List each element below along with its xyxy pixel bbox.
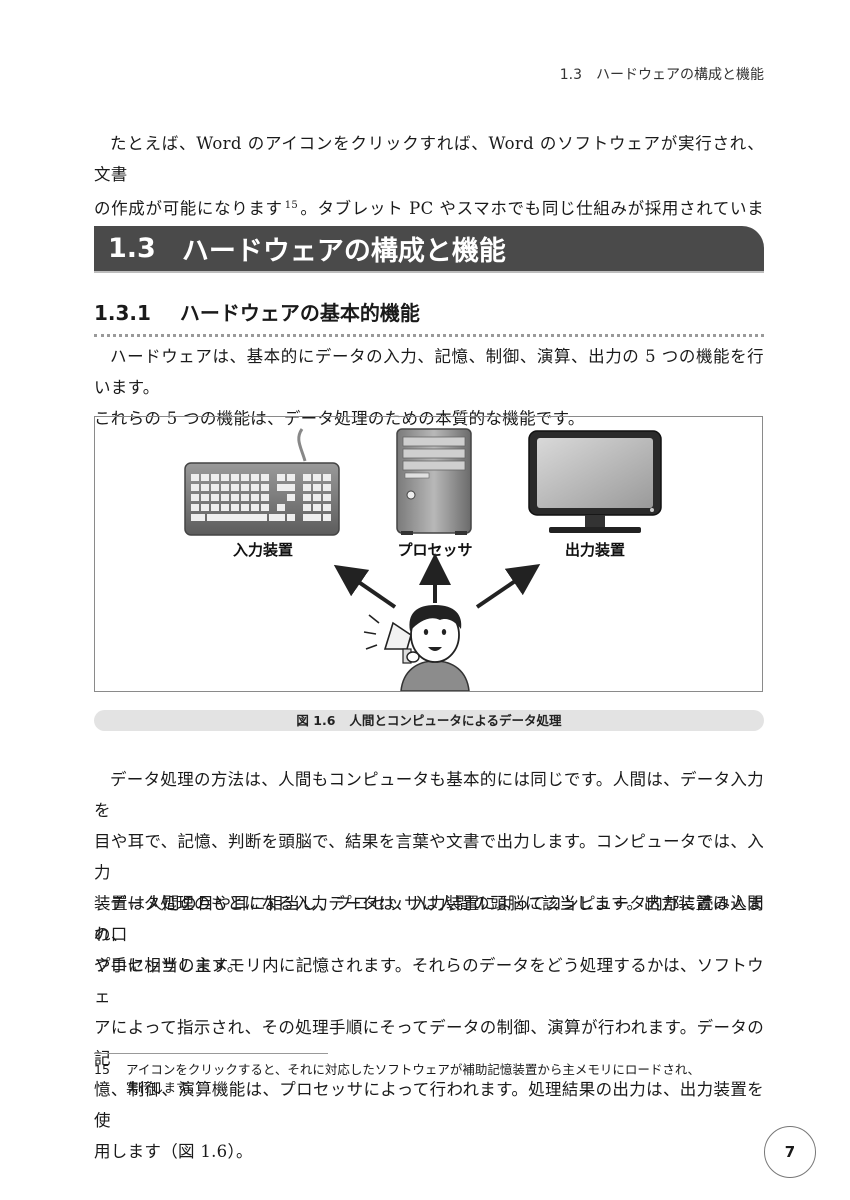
running-header: 1.3 ハードウェアの構成と機能 bbox=[559, 67, 764, 83]
para2-line-1: データ処理の方法は、人間もコンピュータも基本的には同じです。人間は、データ入力を bbox=[94, 770, 764, 820]
para3-line-4: 憶、制御、演算機能は、プロセッサによって行われます。処理結果の出力は、出力装置を… bbox=[94, 1080, 764, 1130]
figure-number: 図 1.6 bbox=[296, 713, 336, 728]
footnote-reference[interactable]: 15 bbox=[284, 200, 299, 211]
footnote-line-1: アイコンをクリックすると、それに対応したソフトウェアが補助記憶装置から主メモリに… bbox=[126, 1062, 701, 1077]
section-number: 1.3 bbox=[108, 233, 156, 264]
footnote-number: 15 bbox=[94, 1062, 110, 1077]
figure-1-6: 入力装置 プロセッサ 出力装置 bbox=[94, 416, 763, 692]
page-number: 7 bbox=[764, 1126, 816, 1178]
footnote-divider bbox=[94, 1053, 328, 1054]
figure-caption: 図 1.6 人間とコンピュータによるデータ処理 bbox=[94, 710, 764, 731]
arrow-to-input bbox=[333, 564, 397, 609]
figure-illustration: 入力装置 プロセッサ 出力装置 bbox=[184, 428, 662, 692]
para2-line-2: 目や耳で、記憶、判断を頭脳で、結果を言葉や文書で出力します。コンピュータでは、入… bbox=[94, 832, 764, 882]
monitor-icon bbox=[528, 430, 662, 533]
input-device-label: 入力装置 bbox=[233, 541, 293, 559]
para1-line-1: ハードウェアは、基本的にデータの入力、記憶、制御、演算、出力の 5 つの機能を行… bbox=[94, 347, 764, 397]
section-title: ハードウェアの構成と機能 bbox=[181, 236, 506, 267]
paragraph-3: データ処理のもとになる入力データは、入力装置によってコンピュータ内部に読み込まれ… bbox=[94, 888, 764, 1167]
para3-line-5: 用します（図 1.6）。 bbox=[94, 1142, 253, 1161]
footnote: 15 アイコンをクリックすると、それに対応したソフトウェアが補助記憶装置から主メ… bbox=[94, 1061, 766, 1097]
output-device-label: 出力装置 bbox=[565, 541, 625, 559]
para3-line-2: プロセッサの主メモリ内に記憶されます。それらのデータをどう処理するかは、ソフトウ… bbox=[94, 956, 764, 1006]
intro-line-1: たとえば、Word のアイコンをクリックすれば、Word のソフトウェアが実行さ… bbox=[94, 134, 764, 184]
paragraph-2: データ処理の方法は、人間もコンピュータも基本的には同じです。人間は、データ入力を… bbox=[94, 764, 764, 981]
processor-label: プロセッサ bbox=[397, 541, 472, 559]
para3-line-1: データ処理のもとになる入力データは、入力装置によってコンピュータ内部に読み込まれ… bbox=[94, 894, 764, 944]
figure-caption-text: 人間とコンピュータによるデータ処理 bbox=[349, 713, 562, 728]
arrow-to-output bbox=[475, 564, 541, 609]
arrows bbox=[333, 553, 541, 609]
subsection-number: 1.3.1 bbox=[94, 301, 151, 325]
intro-paragraph: たとえば、Word のアイコンをクリックすれば、Word のソフトウェアが実行さ… bbox=[94, 128, 764, 255]
para1-line-2: これらの 5 つの機能は、データ処理のための本質的な機能です。 bbox=[94, 409, 585, 428]
subsection-heading: 1.3.1 ハードウェアの基本的機能 bbox=[94, 297, 764, 337]
keyboard-icon bbox=[184, 428, 340, 536]
paragraph-1: ハードウェアは、基本的にデータの入力、記憶、制御、演算、出力の 5 つの機能を行… bbox=[94, 341, 764, 434]
section-heading: 1.3 ハードウェアの構成と機能 bbox=[94, 226, 764, 273]
para2-line-3: 装置は人間の目や耳に相当し、プロセッサは人間の頭脳に該当します。出力装置は人間の… bbox=[94, 894, 764, 944]
footnote-line-2: 実行します。 bbox=[126, 1080, 200, 1095]
intro-line-2a: の作成が可能になります bbox=[94, 199, 283, 218]
computer-tower-icon bbox=[396, 428, 472, 535]
para2-line-4: や手に相当します。 bbox=[94, 956, 244, 975]
person-with-megaphone-icon bbox=[363, 605, 470, 692]
subsection-title: ハードウェアの基本的機能 bbox=[179, 301, 420, 325]
